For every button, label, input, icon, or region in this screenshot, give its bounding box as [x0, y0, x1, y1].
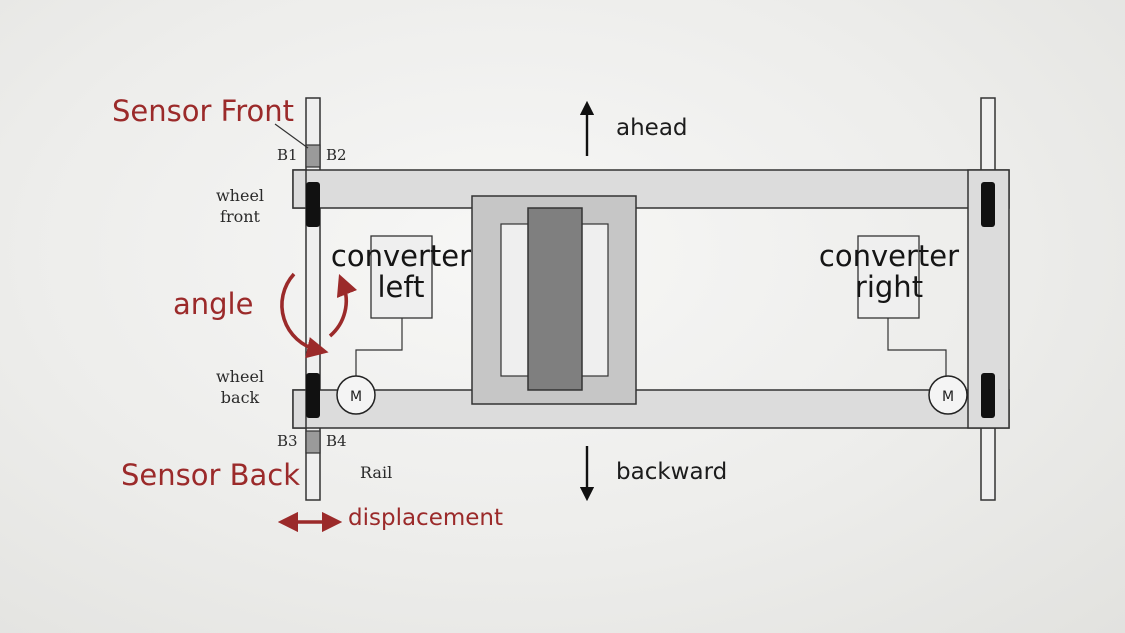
wheel-back-left: [306, 373, 320, 418]
backward-label: backward: [616, 459, 728, 485]
left-back-beam-end: [292, 389, 307, 429]
ahead-label: ahead: [616, 115, 688, 141]
b3-label: B3: [277, 432, 298, 450]
converter-left-line-2: left: [377, 270, 425, 304]
angle-arrow-left: [280, 272, 329, 359]
angle-label: angle: [173, 287, 254, 321]
converter-left-wire: [355, 318, 403, 377]
wheel-front-left: [306, 182, 320, 227]
b2-label: B2: [326, 146, 347, 164]
bottom-beam: [292, 389, 1010, 429]
wheel-back-line-2: back: [220, 388, 260, 407]
wheel-front-right: [981, 182, 995, 227]
sensor-back-label: Sensor Back: [121, 458, 301, 492]
sensor-front-label: Sensor Front: [112, 94, 294, 128]
top-beam: [292, 169, 1010, 209]
wheel-back-line-1: wheel: [215, 367, 265, 386]
converter-right-label: converter right: [814, 241, 964, 303]
wheel-back-label: wheel back: [206, 366, 274, 408]
sensor-front-leader: [274, 123, 309, 149]
b4-label: B4: [326, 432, 347, 450]
motor-right: [928, 375, 968, 415]
motor-left: [336, 375, 376, 415]
wheel-front-line-1: wheel: [215, 186, 265, 205]
converter-right-line-1: converter: [818, 239, 960, 273]
b1-label: B1: [277, 146, 298, 164]
wheel-back-right: [981, 373, 995, 418]
displacement-label: displacement: [348, 505, 504, 531]
converter-right-wire: [887, 318, 947, 377]
motor-left-label: M: [350, 389, 362, 405]
converter-right-line-2: right: [854, 270, 924, 304]
wheel-front-label: wheel front: [206, 185, 274, 227]
rail-label: Rail: [360, 463, 393, 482]
converter-left-box: [370, 235, 433, 319]
converter-left-line-1: converter: [330, 239, 472, 273]
angle-arrow-right: [328, 273, 358, 338]
wheel-front-line-2: front: [220, 207, 260, 226]
motor-right-label: M: [942, 389, 954, 405]
left-front-beam-end: [292, 169, 307, 209]
sensor-back-block: [305, 430, 321, 454]
sensor-front-block: [305, 144, 321, 168]
core-bar: [527, 207, 583, 391]
converter-left-label: converter left: [328, 241, 474, 303]
